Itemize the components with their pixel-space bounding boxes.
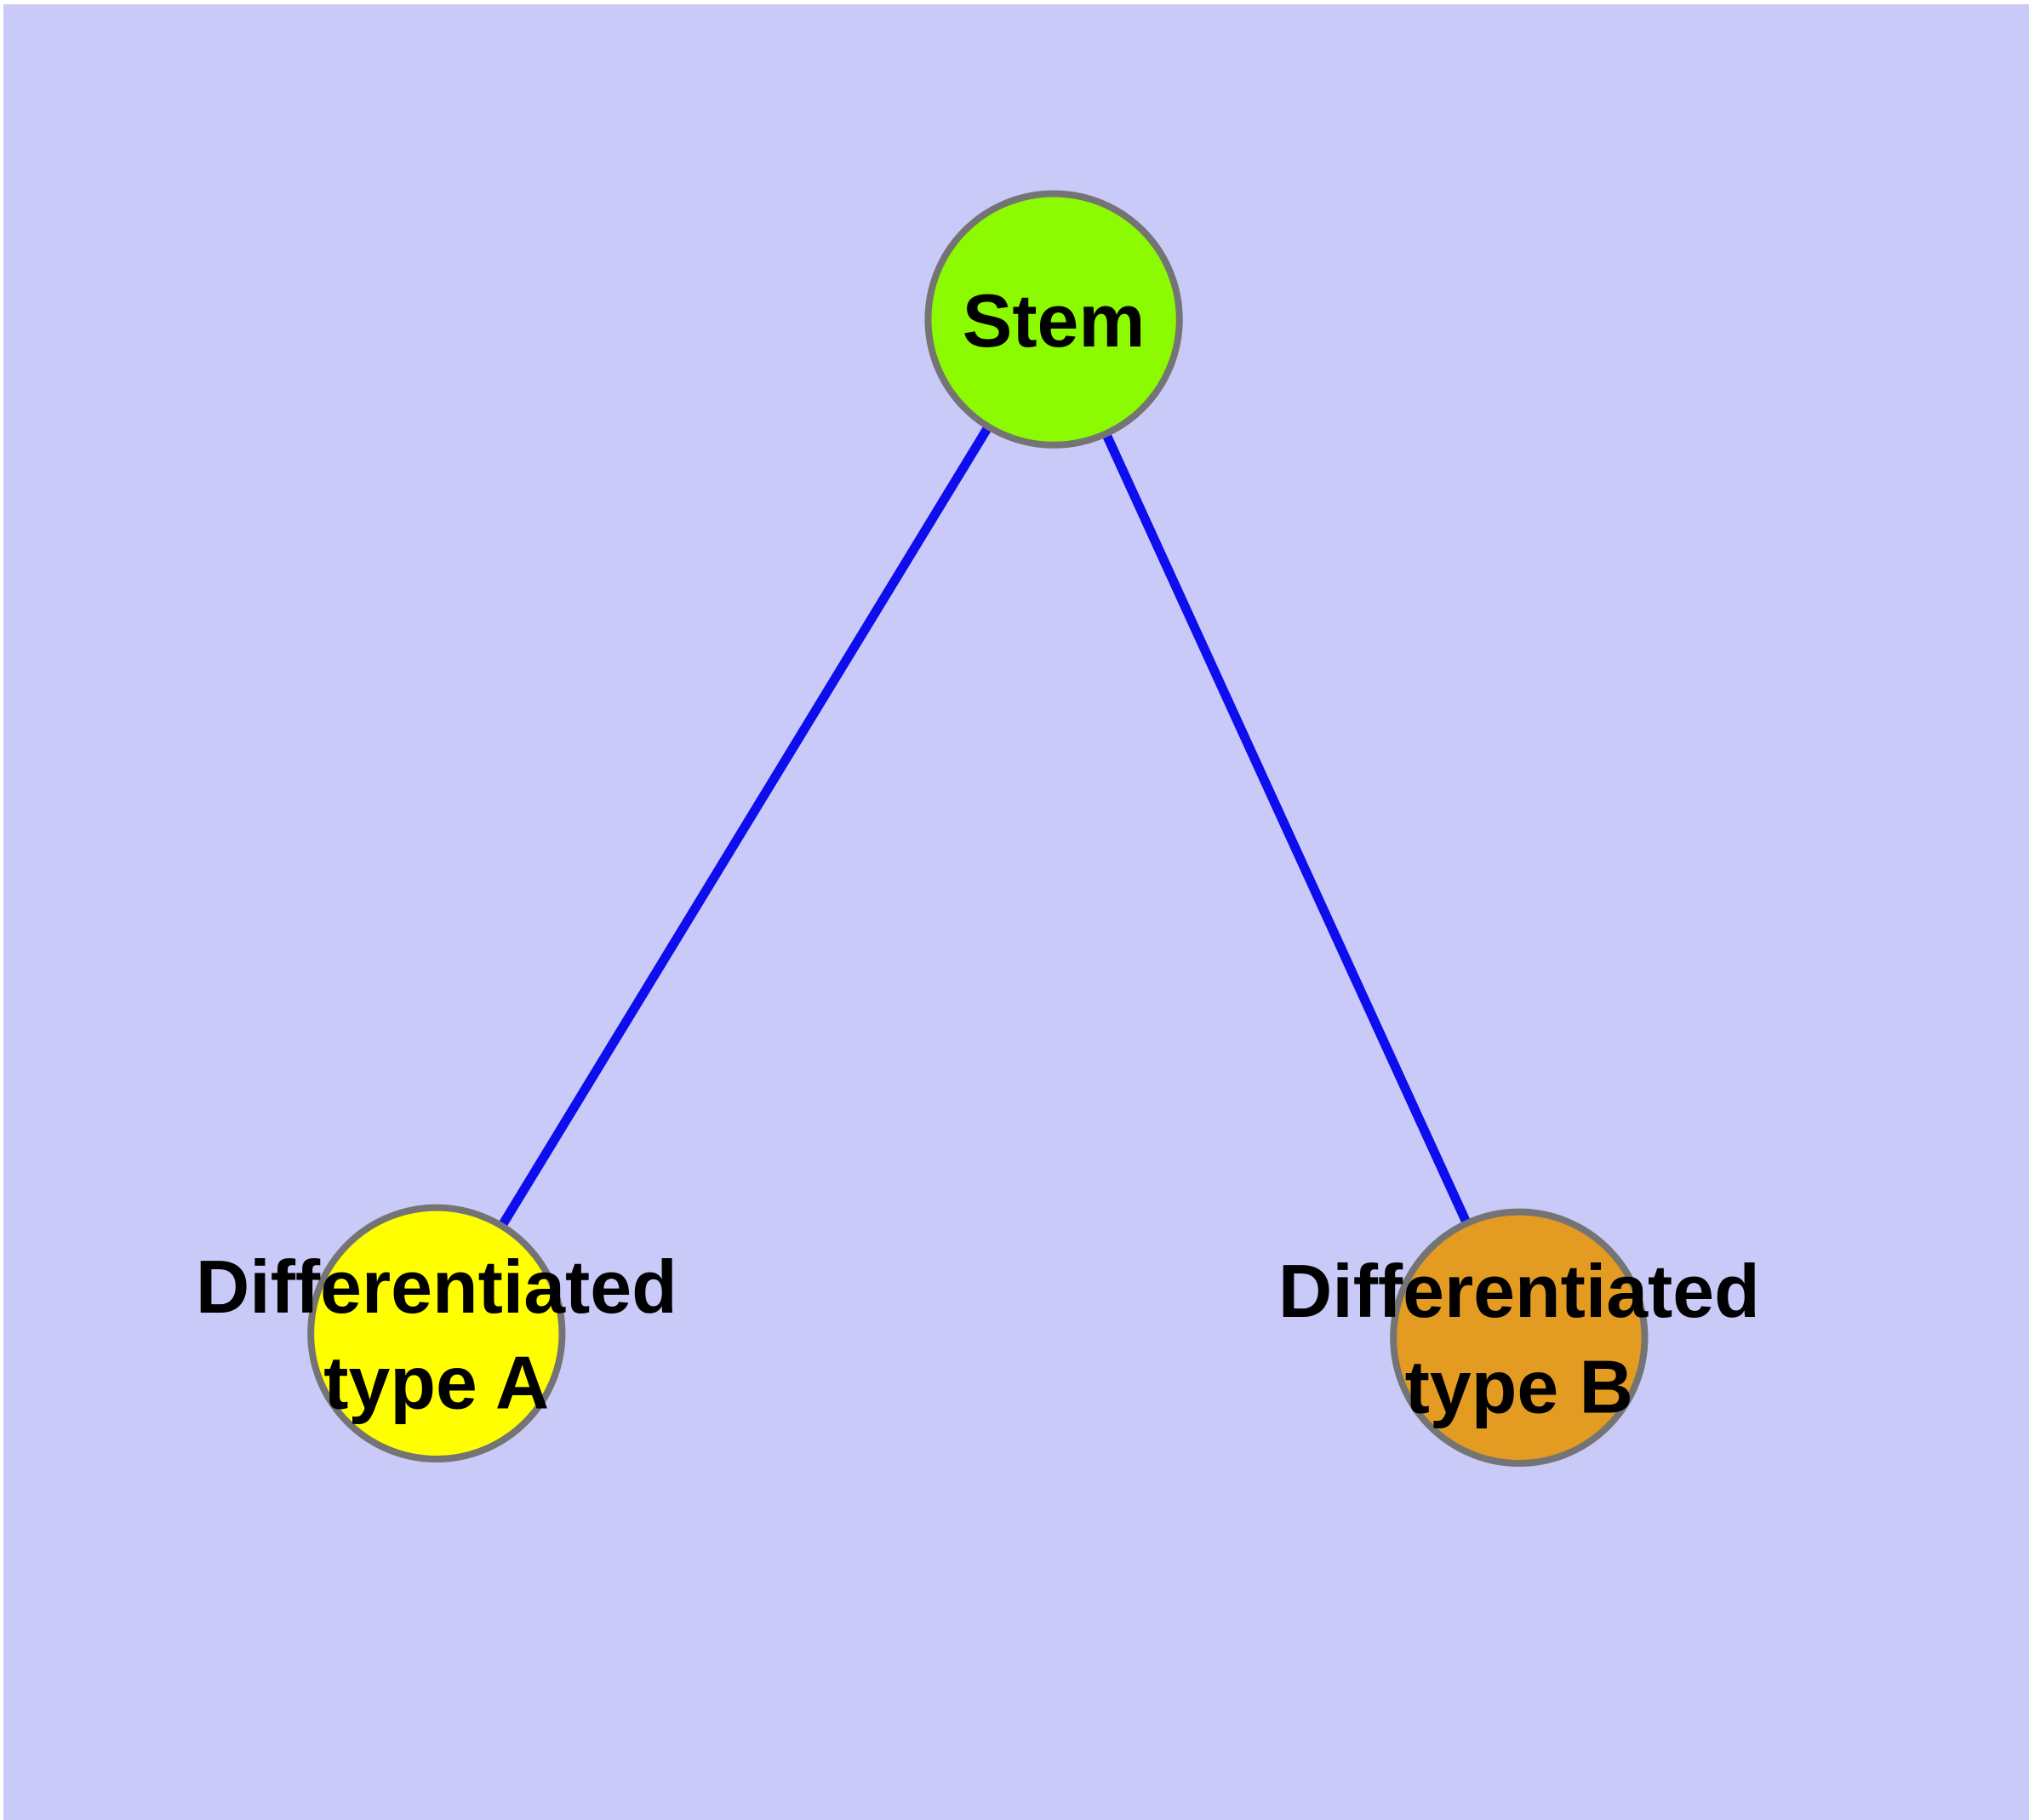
- node-stem: [924, 190, 1183, 449]
- edge-stem-type-a: [432, 317, 1058, 1336]
- node-label-type-b: Differentiated type B: [1278, 1250, 1760, 1429]
- node-label-type-a: Differentiated type A: [196, 1245, 677, 1425]
- node-label-line: type A: [323, 1342, 549, 1425]
- edge-stem-type-b: [1049, 317, 1523, 1340]
- node-type-a: [307, 1204, 566, 1462]
- node-label-line: Differentiated: [196, 1245, 677, 1329]
- node-label-line: Stem: [963, 279, 1146, 363]
- node-label-line: Differentiated: [1278, 1250, 1760, 1333]
- node-label-line: type B: [1405, 1346, 1633, 1429]
- node-type-b: [1390, 1208, 1649, 1467]
- node-label-stem: Stem: [963, 279, 1146, 363]
